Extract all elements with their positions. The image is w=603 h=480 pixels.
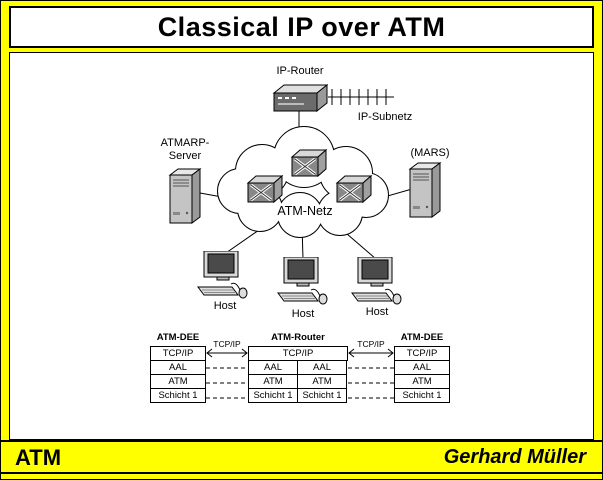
host-label-1: Host (213, 300, 237, 312)
footer-left-label: ATM (15, 445, 62, 470)
middle-stack-right-col: AAL ATM Schicht 1 (297, 360, 347, 403)
left-stack-header: ATM-DEE (156, 332, 200, 343)
stack-cell: Schicht 1 (248, 388, 298, 403)
ip-router-icon (270, 83, 329, 118)
mars-server-icon (408, 161, 442, 224)
atmarp-server-icon (168, 167, 202, 230)
stack-cell: AAL (394, 360, 450, 375)
stack-cell: ATM (248, 374, 298, 389)
atm-switch-icon-2 (290, 147, 328, 184)
atm-switch-icon-3 (335, 173, 373, 210)
stack-cell: TCP/IP (394, 346, 450, 361)
stack-cell: ATM (150, 374, 206, 389)
host-icon-1 (196, 250, 250, 304)
stack-cell: Schicht 1 (297, 388, 347, 403)
atmarp-server-label-line1: ATMARP- (160, 137, 210, 149)
stack-cell: AAL (248, 360, 298, 375)
left-link-label: TCP/IP (213, 339, 241, 349)
stack-cell: Schicht 1 (394, 388, 450, 403)
stack-cell: AAL (297, 360, 347, 375)
stack-cell: Schicht 1 (150, 388, 206, 403)
slide-title: Classical IP over ATM (9, 6, 594, 48)
ip-subnetz-label: IP-Subnetz (357, 111, 413, 123)
atm-switch-icon-1 (246, 173, 284, 210)
atm-netz-label: ATM-Netz (277, 204, 333, 218)
middle-stack: TCP/IP AAL ATM Schicht 1 AAL ATM Schicht… (248, 346, 348, 403)
diagram-area: IP-Router IP-Subnetz ATMARP- Server (MAR… (9, 52, 594, 440)
stack-cell: ATM (297, 374, 347, 389)
atmarp-server-label-line2: Server (168, 150, 202, 162)
host-icon-2 (276, 256, 330, 310)
atmarp-server-label: ATMARP- Server (140, 137, 230, 163)
mars-label: (MARS) (410, 147, 450, 159)
right-link-label: TCP/IP (357, 339, 385, 349)
stack-cell: TCP/IP (248, 346, 348, 361)
left-stack: TCP/IP AAL ATM Schicht 1 (150, 346, 206, 403)
stack-cell: ATM (394, 374, 450, 389)
stack-cell: AAL (150, 360, 206, 375)
host-label-3: Host (365, 306, 389, 318)
stack-cell: TCP/IP (150, 346, 206, 361)
footer-author: Gerhard Müller (443, 446, 586, 468)
ip-router-label: IP-Router (276, 65, 324, 77)
right-stack-header: ATM-DEE (400, 332, 444, 343)
footer-bottom-rule (1, 472, 602, 474)
footer-top-rule (1, 440, 602, 442)
middle-stack-header: ATM-Router (271, 332, 325, 343)
right-stack: TCP/IP AAL ATM Schicht 1 (394, 346, 450, 403)
middle-stack-left-col: AAL ATM Schicht 1 (248, 360, 298, 403)
host-label-2: Host (291, 308, 315, 320)
host-icon-3 (350, 256, 404, 310)
